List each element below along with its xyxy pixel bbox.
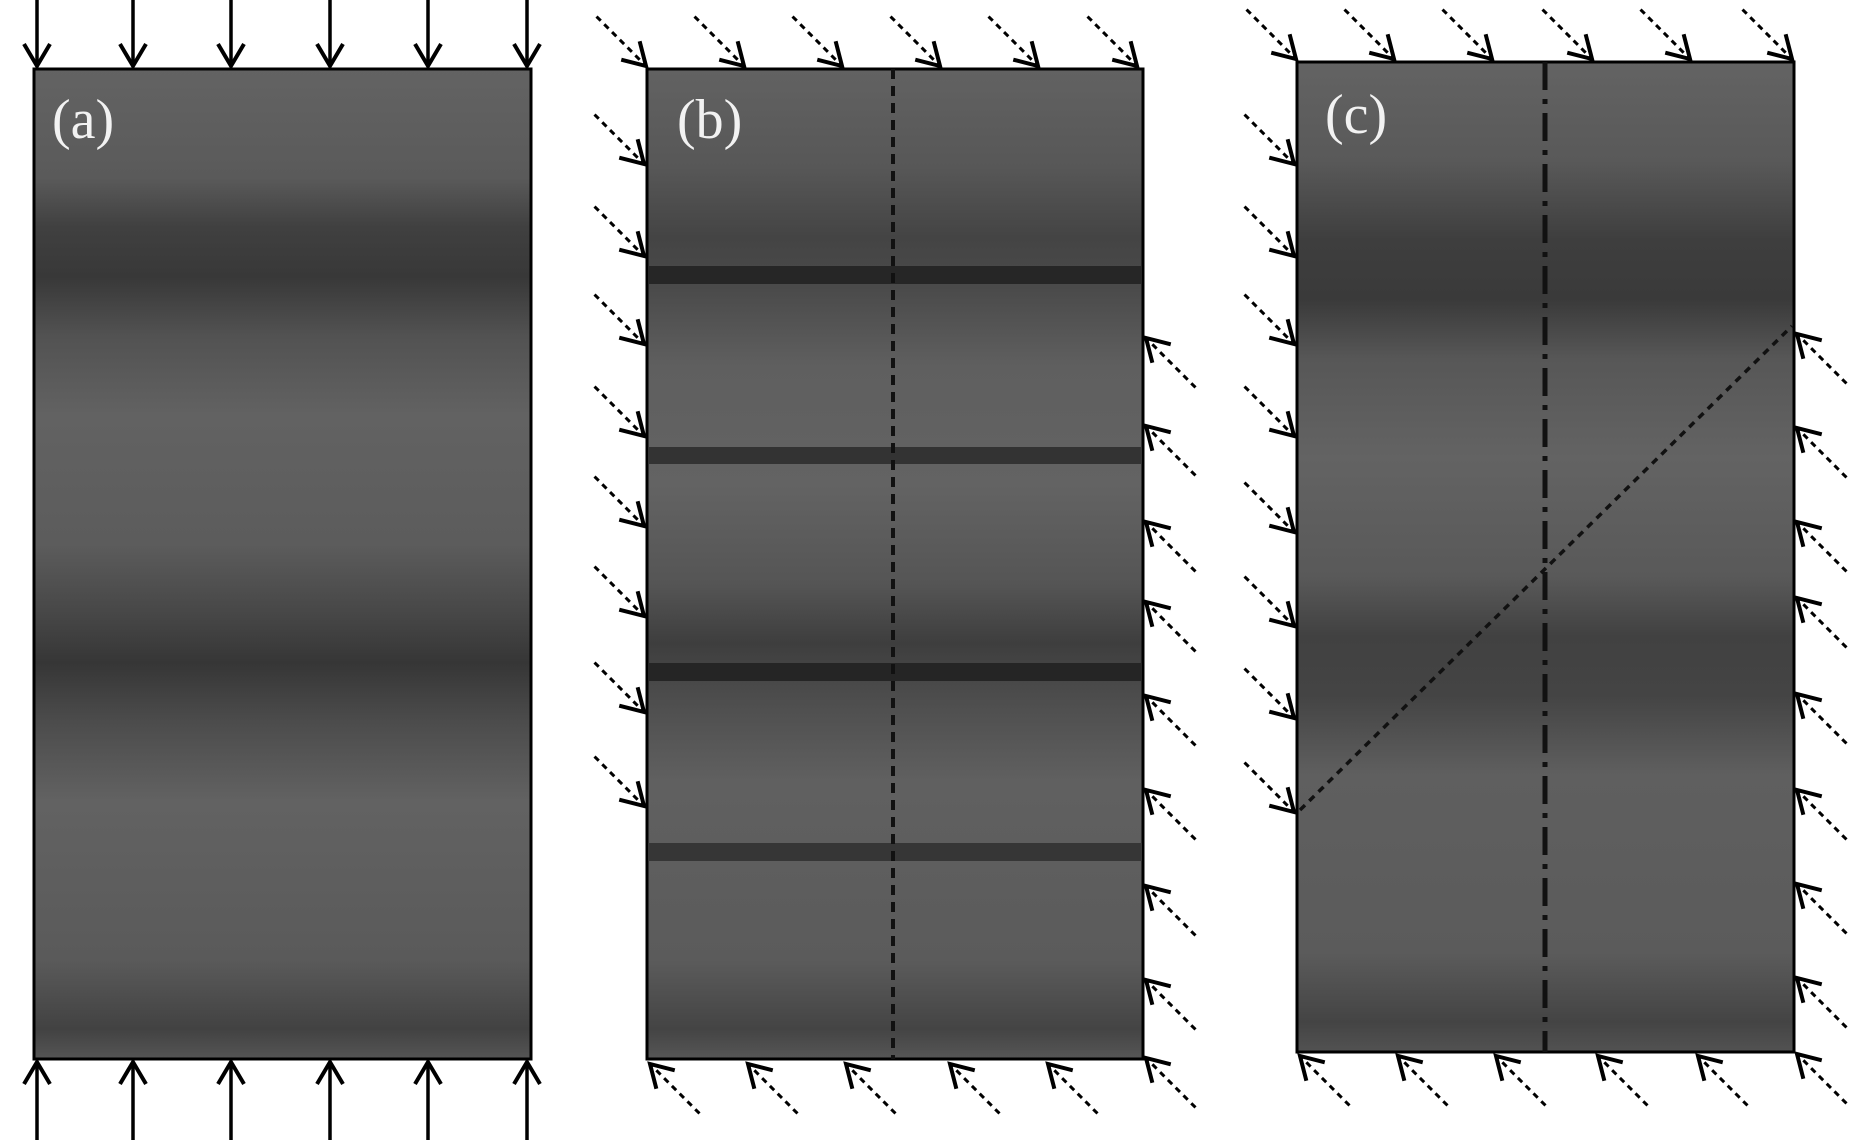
load-arrow [1243,205,1297,259]
load-arrow [216,1058,246,1140]
panel-b-bottom-arrows [647,1061,1099,1115]
panel-b-left-arrows [593,113,647,809]
load-arrow [1493,1053,1547,1107]
load-arrow [1243,293,1297,347]
load-arrow [1794,519,1848,573]
panel-b-label: (b) [677,89,742,151]
load-arrow [1794,881,1848,935]
load-arrow [1297,1053,1351,1107]
load-arrow [593,755,647,809]
load-arrow [1639,8,1693,62]
load-arrow [1395,1053,1449,1107]
load-arrow [1143,693,1197,747]
load-arrow [1243,385,1297,439]
panel-c-bottom-arrows [1297,1053,1749,1107]
load-arrow [1741,8,1795,62]
panel-a: (a) [22,0,542,1140]
load-arrow [1595,1053,1649,1107]
load-arrow [1045,1061,1099,1115]
panel-c-top-arrows [1245,8,1795,62]
load-arrow [22,0,52,70]
load-arrow [647,1061,701,1115]
panel-a-block [32,67,533,1061]
panel-c-right-arrows [1794,331,1848,1105]
load-arrow [1086,15,1140,69]
load-arrow [693,15,747,69]
load-arrow [947,1061,1001,1115]
load-arrow [315,0,345,70]
load-arrow [1441,8,1495,62]
load-arrow [1245,8,1299,62]
load-arrow [1143,787,1197,841]
load-arrow [593,661,647,715]
load-arrow [413,1058,443,1140]
load-arrow [118,1058,148,1140]
load-arrow [745,1061,799,1115]
load-arrow [791,15,845,69]
load-arrow [843,1061,897,1115]
load-arrow [593,205,647,259]
load-arrow [1143,977,1197,1031]
load-arrow [1143,599,1197,653]
load-arrow [118,0,148,70]
load-arrow [1794,691,1848,745]
load-arrow [595,15,649,69]
panel-b-right-arrows [1143,335,1197,1109]
load-arrow [593,565,647,619]
load-arrow [593,113,647,167]
panel-a-bottom-arrows [22,1058,542,1140]
load-arrow [22,1058,52,1140]
load-arrow [1794,1051,1848,1105]
panel-b-top-arrows [595,15,1140,69]
load-arrow [889,15,943,69]
load-arrow [1541,8,1595,62]
load-arrow [1794,975,1848,1029]
load-arrow [1695,1053,1749,1107]
load-arrow [1143,883,1197,937]
load-arrow [1243,667,1297,721]
panel-b: (b) [593,15,1197,1115]
panel-c-diagonal-dotted-line [1298,324,1794,812]
load-arrow [1243,481,1297,535]
load-arrow [1143,1055,1197,1109]
load-arrow [987,15,1041,69]
load-arrow [1143,335,1197,389]
load-arrow [1243,761,1297,815]
panel-a-top-arrows [22,0,542,70]
load-arrow [1794,425,1848,479]
load-arrow [1794,331,1848,385]
load-arrow [593,293,647,347]
panel-c: (c) [1243,8,1848,1107]
panel-a-label: (a) [52,89,114,151]
load-arrow [593,385,647,439]
load-arrow [216,0,246,70]
load-arrow [1243,113,1297,167]
load-arrow [1143,423,1197,477]
load-arrow [1794,787,1848,841]
load-arrow [512,1058,542,1140]
load-arrow [593,475,647,529]
load-arrow [315,1058,345,1140]
panel-c-left-arrows [1243,113,1297,815]
load-arrow [413,0,443,70]
load-arrow [1794,595,1848,649]
panel-c-label: (c) [1325,84,1387,146]
panel-b-dark-band [648,447,1142,464]
load-arrow [512,0,542,70]
load-arrow [1343,8,1397,62]
load-arrow [1143,519,1197,573]
load-arrow [1243,575,1297,629]
